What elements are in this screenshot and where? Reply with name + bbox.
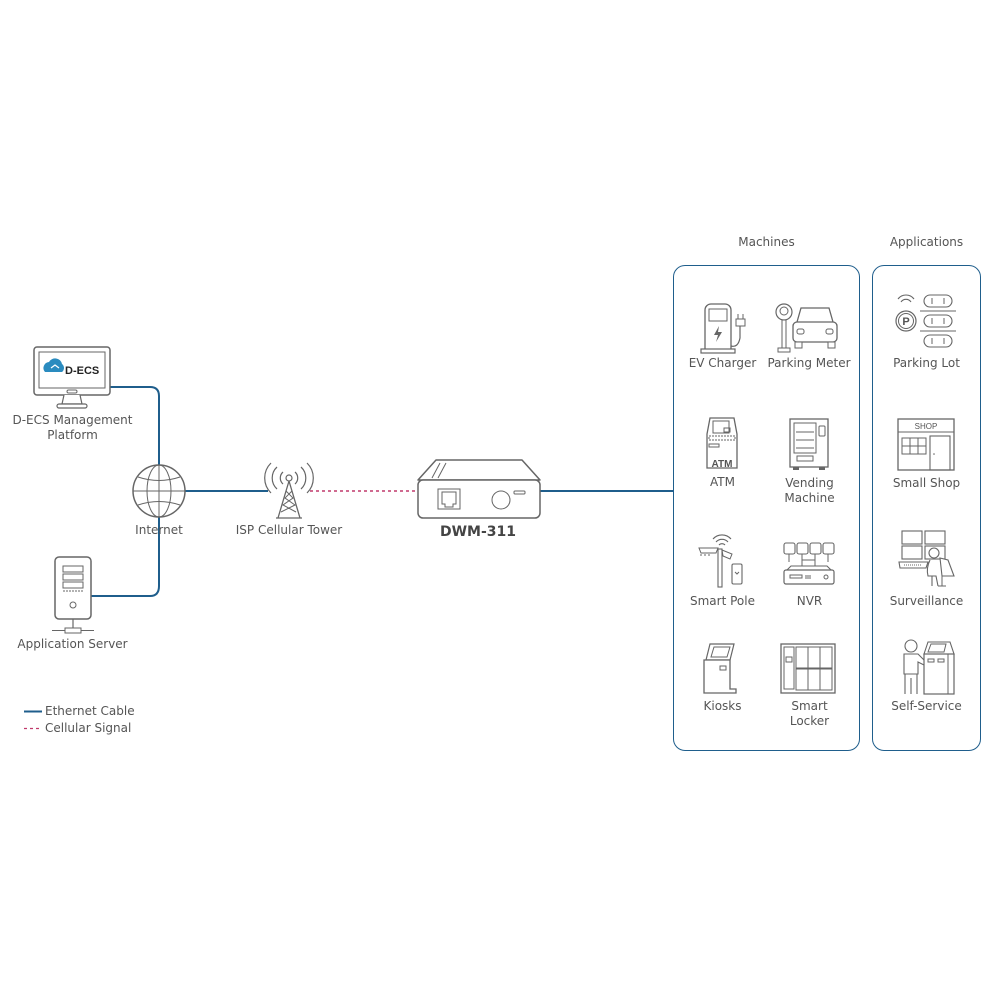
legend-ethernet-label: Ethernet Cable xyxy=(45,704,135,718)
machine-label-vending-machine: Vending Machine xyxy=(767,476,852,506)
machine-label-smart-pole: Smart Pole xyxy=(690,594,755,608)
kiosk-icon xyxy=(703,643,737,694)
tower-label: ISP Cellular Tower xyxy=(235,523,343,537)
smart-pole-icon xyxy=(698,534,743,588)
machine-label-atm: ATM xyxy=(710,475,735,489)
small-shop-icon: SHOP xyxy=(897,418,955,471)
svg-text:ATM: ATM xyxy=(712,459,733,470)
legend-cellular-label: Cellular Signal xyxy=(45,721,132,735)
locker-label-line2: Locker xyxy=(789,714,830,728)
svg-text:P: P xyxy=(902,316,909,328)
cellular-tower-icon xyxy=(264,462,314,519)
applications-panel xyxy=(872,265,981,751)
machines-panel xyxy=(673,265,860,751)
device-label: DWM-311 xyxy=(439,524,517,540)
parking-lot-icon: P xyxy=(895,294,956,348)
ev-charger-icon xyxy=(700,303,746,354)
ethernet-platform-internet xyxy=(110,386,160,465)
svg-text:SHOP: SHOP xyxy=(915,422,938,431)
machine-label-parking-meter: Parking Meter xyxy=(767,356,851,370)
machine-label-nvr: NVR xyxy=(796,594,823,608)
machine-label-kiosks: Kiosks xyxy=(703,699,742,713)
globe-icon xyxy=(132,464,186,518)
vending-machine-icon xyxy=(789,418,829,470)
applications-title: Applications xyxy=(889,235,964,249)
platform-label-line1: D-ECS Management xyxy=(12,413,133,427)
app-label-small-shop: Small Shop xyxy=(892,476,961,490)
app-label-self-service: Self-Service xyxy=(891,699,962,713)
atm-icon: ATM xyxy=(706,417,738,470)
self-service-icon xyxy=(903,639,955,695)
dwm-311-router-icon xyxy=(417,459,541,519)
locker-label-line1: Smart xyxy=(791,699,828,713)
smart-locker-icon xyxy=(780,643,836,694)
machine-label-ev-charger: EV Charger xyxy=(688,356,757,370)
vending-label-line1: Vending xyxy=(785,476,834,490)
platform-label: D-ECS Management Platform xyxy=(0,413,145,443)
machines-title: Machines xyxy=(738,235,795,249)
nvr-icon xyxy=(783,542,835,585)
ethernet-internet-server xyxy=(90,517,160,597)
platform-label-line2: Platform xyxy=(47,428,98,442)
monitor-icon: D-ECS xyxy=(33,346,111,409)
surveillance-icon xyxy=(898,530,955,587)
vending-label-line2: Machine xyxy=(784,491,835,505)
server-icon xyxy=(52,556,94,634)
svg-text:D-ECS: D-ECS xyxy=(65,365,99,377)
app-label-parking-lot: Parking Lot xyxy=(893,356,960,370)
internet-label: Internet xyxy=(135,523,183,537)
machine-label-smart-locker: Smart Locker xyxy=(767,699,852,729)
app-label-surveillance: Surveillance xyxy=(889,594,964,608)
parking-meter-icon xyxy=(775,303,838,353)
server-label: Application Server xyxy=(17,637,128,651)
legend-ethernet-swatch xyxy=(24,710,42,730)
